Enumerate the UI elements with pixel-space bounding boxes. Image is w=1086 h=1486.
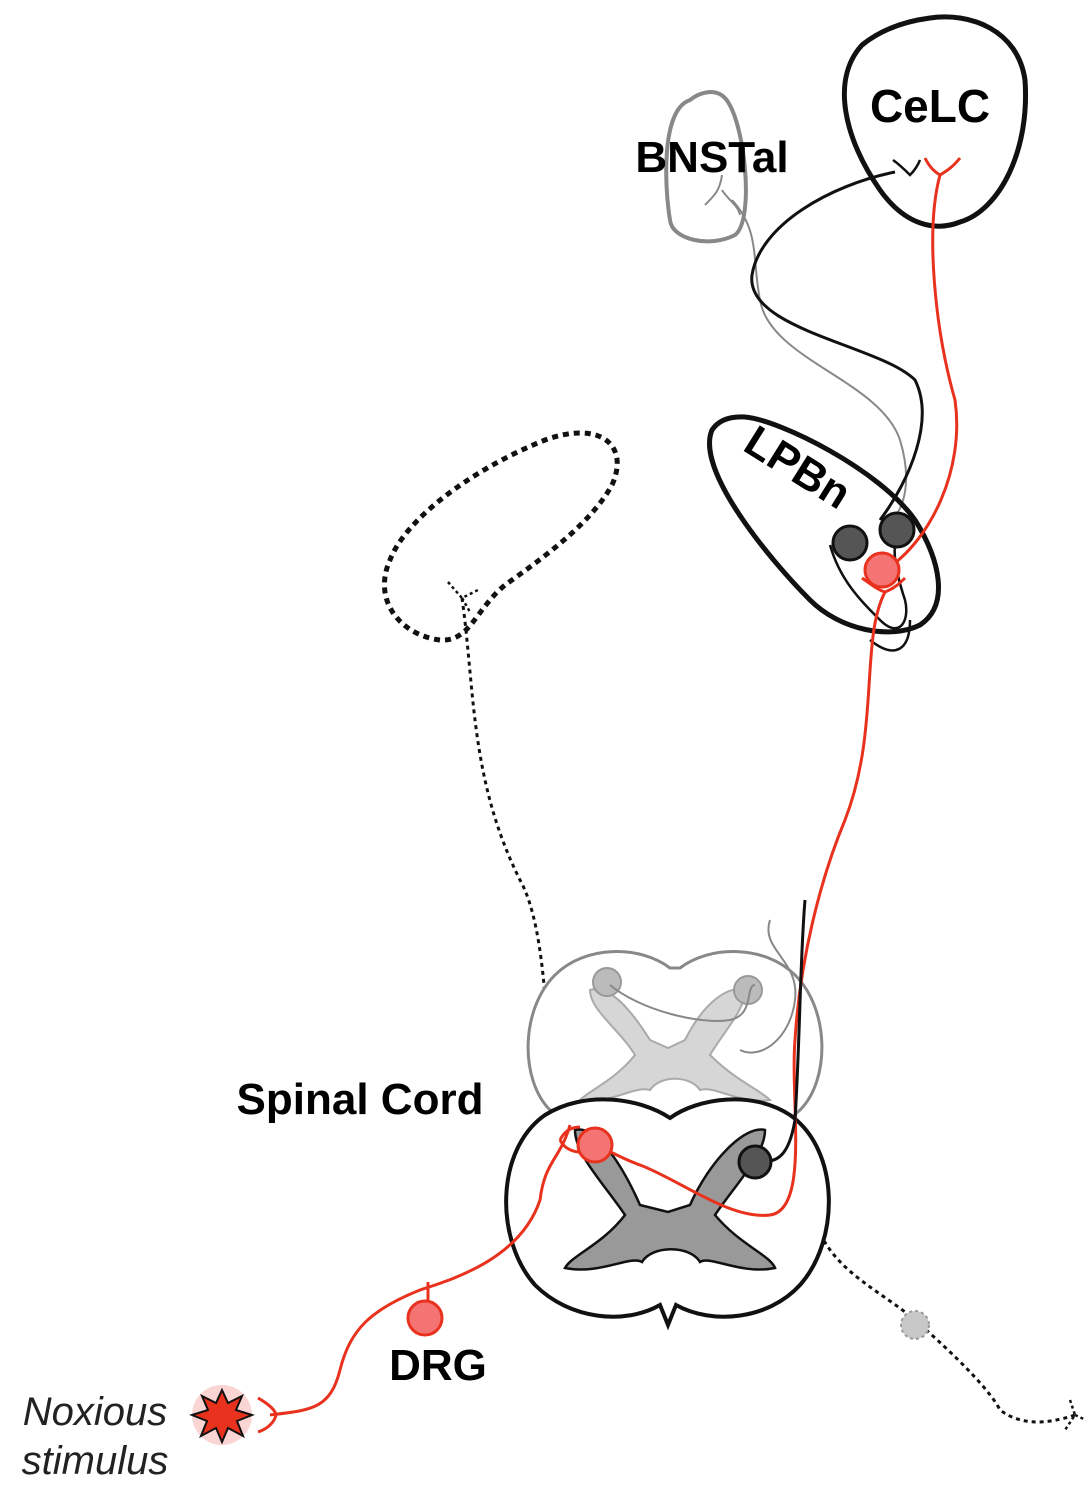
celc-black-terminal xyxy=(893,160,920,175)
label-celc: CeLC xyxy=(870,80,990,132)
lpbn-red-cell xyxy=(865,553,899,587)
label-drg: DRG xyxy=(389,1341,487,1390)
label-spinal-cord: Spinal Cord xyxy=(237,1075,484,1124)
dotted-brain-region xyxy=(384,433,617,640)
dotted-peripheral-terminal xyxy=(1065,1400,1086,1430)
label-stimulus: stimulus xyxy=(22,1439,169,1483)
red-celc-axon xyxy=(888,175,957,568)
lpbn-dark-cell-right xyxy=(880,513,914,547)
lpbn-dark-cell-left xyxy=(833,526,867,560)
dotted-drg-cell xyxy=(901,1311,929,1339)
label-bnstal: BNSTal xyxy=(635,133,788,182)
red-celc-terminal xyxy=(925,158,960,175)
dorsal-horn-red-cell xyxy=(578,1128,612,1162)
label-noxious: Noxious xyxy=(23,1390,168,1434)
light-dorsal-horn-cell-left xyxy=(593,968,621,996)
noxious-stimulus-icon xyxy=(192,1385,252,1445)
drg-red-cell xyxy=(408,1301,442,1335)
dorsal-horn-dark-cell xyxy=(739,1146,771,1178)
